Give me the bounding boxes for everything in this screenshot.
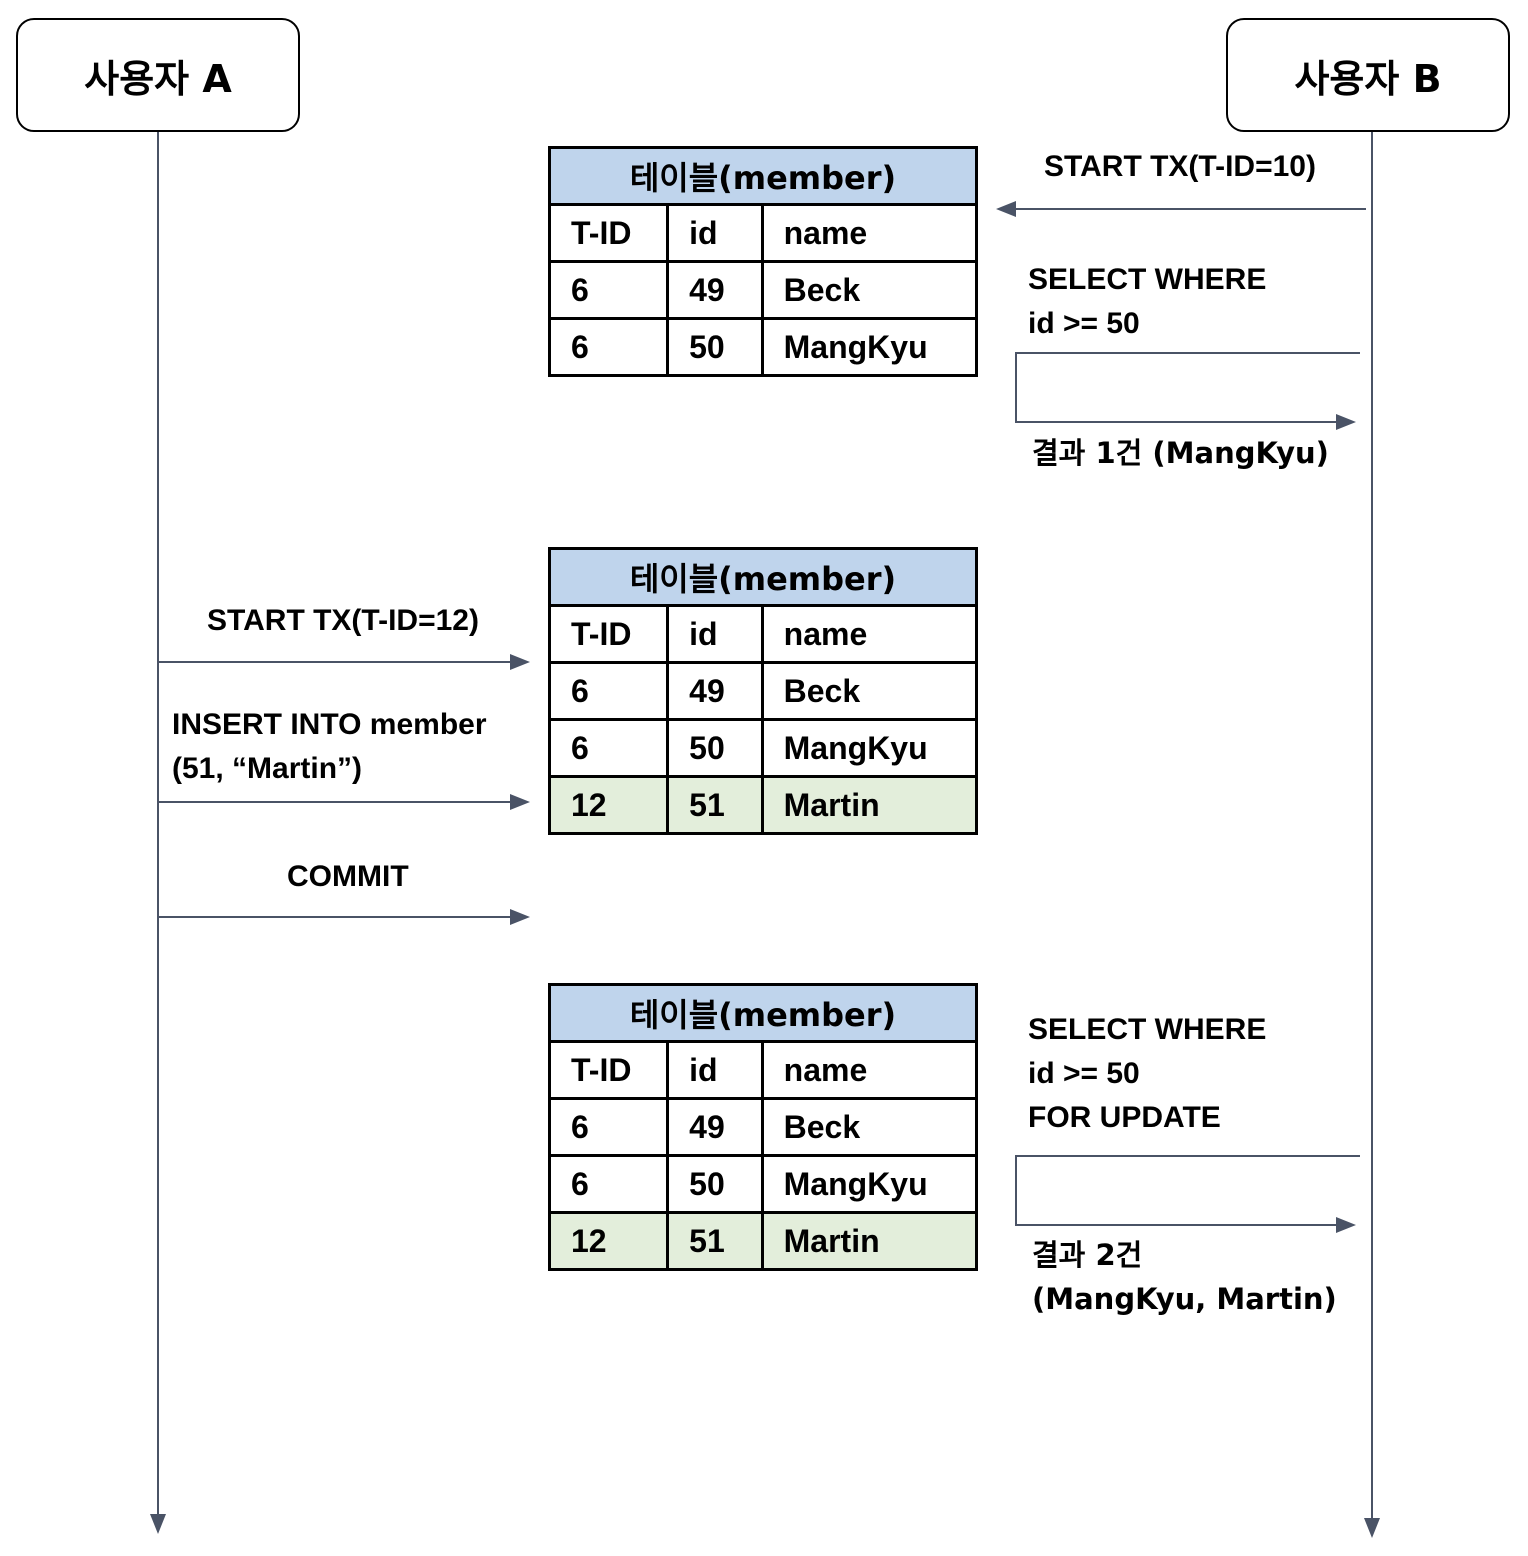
message-b-select2: SELECT WHERE id >= 50 FOR UPDATE — [1028, 1008, 1266, 1140]
cell-id: 51 — [666, 1211, 764, 1271]
table-title: 테이블(member) — [548, 983, 978, 1043]
column-header: T-ID — [547, 1040, 670, 1100]
arrow-a-commit-head — [510, 909, 530, 925]
table-title: 테이블(member) — [548, 547, 978, 607]
cell-id: 50 — [666, 718, 764, 778]
cell-name: MangKyu — [760, 317, 979, 377]
table-row-new: 12 51 Martin — [547, 775, 979, 835]
arrow-a-insert-head — [510, 794, 530, 810]
cell-id: 49 — [666, 661, 764, 721]
actor-user-a: 사용자 A — [16, 18, 300, 132]
column-header: name — [760, 1040, 979, 1100]
column-header: T-ID — [547, 604, 670, 664]
message-line: (51, “Martin”) — [172, 752, 363, 785]
message-line: (MangKyu, Martin) — [1032, 1282, 1337, 1316]
actor-user-b: 사용자 B — [1226, 18, 1510, 132]
cell-tid: 6 — [547, 1097, 670, 1157]
cell-tid: 6 — [547, 260, 670, 320]
table-row: 6 50 MangKyu — [547, 317, 979, 377]
arrow-b-start-head — [996, 201, 1016, 217]
cell-id: 50 — [666, 1154, 764, 1214]
column-header: id — [666, 604, 764, 664]
table-row: 6 49 Beck — [547, 1097, 979, 1157]
lifeline-b-arrowhead — [1364, 1518, 1380, 1538]
arrow-b-select2 — [1015, 1155, 1360, 1226]
cell-tid: 12 — [547, 1211, 670, 1271]
message-line: id >= 50 — [1028, 307, 1140, 340]
column-header: id — [666, 203, 764, 263]
cell-name: Beck — [760, 1097, 979, 1157]
lifeline-a-arrowhead — [150, 1514, 166, 1534]
message-line: 결과 2건 — [1032, 1238, 1143, 1272]
cell-tid: 12 — [547, 775, 670, 835]
message-line: INSERT INTO member — [172, 708, 487, 741]
cell-tid: 6 — [547, 718, 670, 778]
column-header: id — [666, 1040, 764, 1100]
cell-name: Beck — [760, 661, 979, 721]
cell-name: Martin — [760, 1211, 979, 1271]
member-table-2: 테이블(member) T-ID id name 6 49 Beck 6 50 … — [547, 547, 979, 835]
member-table-1: 테이블(member) T-ID id name 6 49 Beck 6 50 … — [547, 146, 979, 377]
cell-id: 51 — [666, 775, 764, 835]
cell-id: 49 — [666, 260, 764, 320]
cell-id: 49 — [666, 1097, 764, 1157]
cell-tid: 6 — [547, 1154, 670, 1214]
message-line: id >= 50 — [1028, 1057, 1140, 1090]
cell-name: MangKyu — [760, 718, 979, 778]
table-row: 6 50 MangKyu — [547, 718, 979, 778]
table-row-new: 12 51 Martin — [547, 1211, 979, 1271]
message-a-start: START TX(T-ID=12) — [207, 604, 479, 637]
table-row: 6 49 Beck — [547, 260, 979, 320]
cell-name: MangKyu — [760, 1154, 979, 1214]
column-header: name — [760, 604, 979, 664]
message-a-insert: INSERT INTO member (51, “Martin”) — [172, 703, 487, 791]
message-line: SELECT WHERE — [1028, 263, 1267, 296]
message-a-commit: COMMIT — [287, 860, 409, 893]
message-b-result1: 결과 1건 (MangKyu) — [1032, 436, 1329, 470]
cell-name: Martin — [760, 775, 979, 835]
column-header: name — [760, 203, 979, 263]
message-b-result2: 결과 2건 (MangKyu, Martin) — [1032, 1233, 1337, 1321]
column-header: T-ID — [547, 203, 670, 263]
table-row: 6 50 MangKyu — [547, 1154, 979, 1214]
arrow-b-select1 — [1015, 352, 1360, 423]
arrow-a-start-head — [510, 654, 530, 670]
message-line: FOR UPDATE — [1028, 1101, 1221, 1134]
member-table-3: 테이블(member) T-ID id name 6 49 Beck 6 50 … — [547, 983, 979, 1271]
arrow-b-select1-head — [1336, 414, 1356, 430]
table-title: 테이블(member) — [548, 146, 978, 206]
cell-id: 50 — [666, 317, 764, 377]
cell-tid: 6 — [547, 317, 670, 377]
cell-name: Beck — [760, 260, 979, 320]
cell-tid: 6 — [547, 661, 670, 721]
message-b-start: START TX(T-ID=10) — [1044, 150, 1316, 183]
table-row: 6 49 Beck — [547, 661, 979, 721]
message-line: SELECT WHERE — [1028, 1013, 1267, 1046]
arrow-b-select2-head — [1336, 1217, 1356, 1233]
message-b-select1: SELECT WHERE id >= 50 — [1028, 258, 1266, 346]
